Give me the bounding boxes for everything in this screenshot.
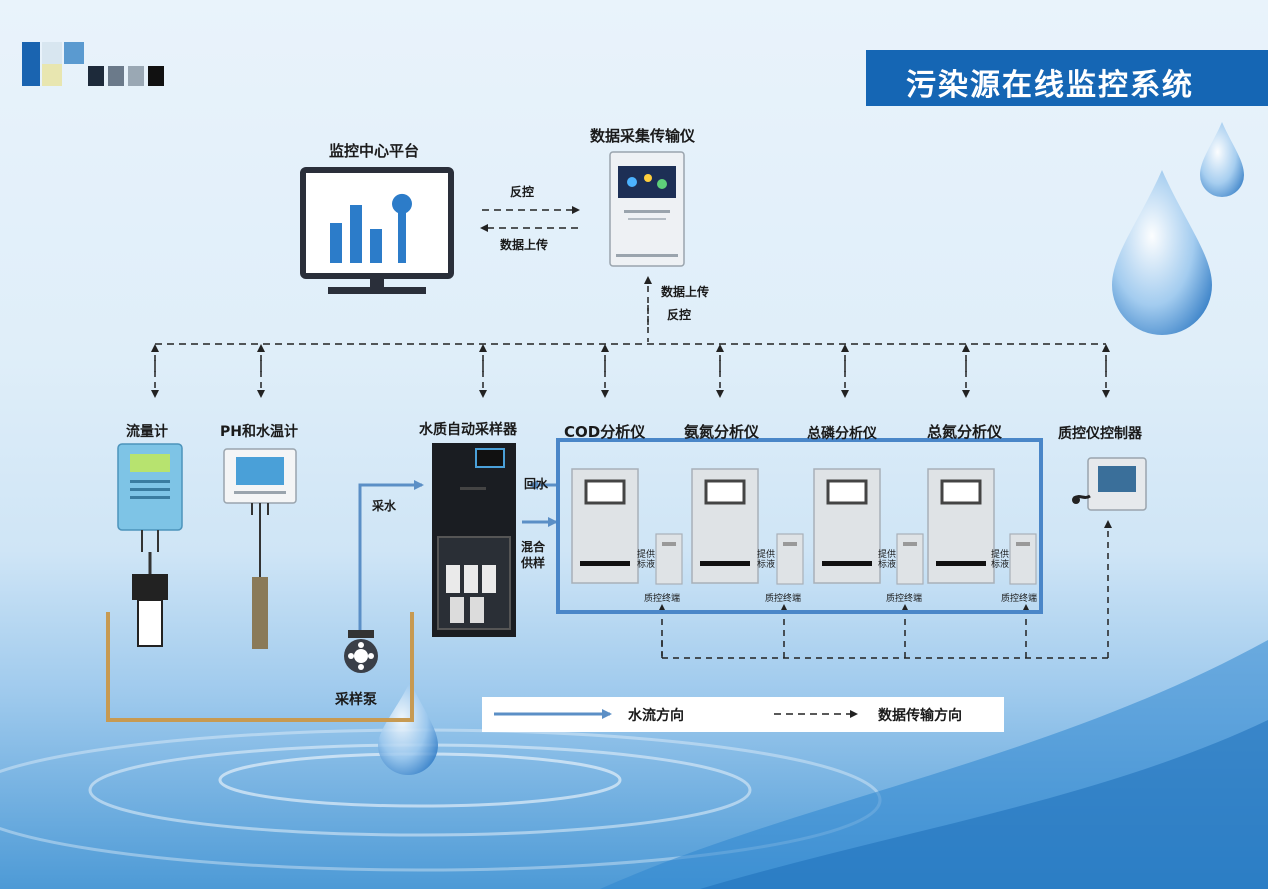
sample-water-label: 采水 — [372, 499, 397, 513]
legend-lines — [494, 709, 858, 719]
cod-provide-label-1: 提供 — [637, 550, 656, 560]
mixed-supply-label-2: 供样 — [521, 556, 546, 570]
phosphorus-provide-label-2: 标液 — [878, 560, 897, 570]
legend-data-flow-label: 数据传输方向 — [878, 708, 962, 724]
ammonia-qc-terminal-icon — [776, 533, 804, 585]
reverse-control-label-side: 反控 — [667, 308, 692, 322]
return-water-label: 回水 — [524, 477, 549, 491]
ammonia-qc-terminal-label: 质控终端 — [765, 594, 802, 604]
cod-qc-terminal-icon — [655, 533, 683, 585]
qc-controller-icon — [1072, 457, 1147, 511]
cod-provide-label-2: 标液 — [637, 560, 656, 570]
data-upload-label-side: 数据上传 — [661, 285, 710, 299]
nitrogen-qc-terminal-label: 质控终端 — [1001, 594, 1038, 604]
cod-analyzer-icon — [571, 468, 639, 584]
auto-sampler-label: 水质自动采样器 — [419, 422, 517, 438]
water-tank — [106, 612, 414, 722]
ammonia-provide-label-2: 标液 — [757, 560, 776, 570]
ammonia-analyzer-label: 氨氮分析仪 — [684, 423, 760, 441]
phosphorus-analyzer-icon — [813, 468, 881, 584]
phosphorus-analyzer-label: 总磷分析仪 — [807, 426, 877, 442]
flow-meter-label: 流量计 — [126, 424, 168, 440]
nitrogen-analyzer-icon — [927, 468, 995, 584]
page-title: 污染源在线监控系统 — [906, 68, 1194, 103]
ammonia-analyzer-icon — [691, 468, 759, 584]
phosphorus-qc-terminal-label: 质控终端 — [886, 594, 923, 604]
reverse-control-label-top: 反控 — [510, 185, 535, 199]
sampling-pump-label: 采样泵 — [335, 692, 377, 708]
cod-qc-terminal-label: 质控终端 — [644, 594, 681, 604]
phosphorus-qc-terminal-icon — [896, 533, 924, 585]
logo-mosaic — [22, 42, 164, 86]
data-upload-label-top: 数据上传 — [500, 238, 549, 252]
nitrogen-analyzer-label: 总氮分析仪 — [927, 423, 1003, 441]
qc-controller-label: 质控仪控制器 — [1058, 426, 1142, 442]
monitor-icon — [300, 167, 454, 294]
cod-analyzer-label: COD分析仪 — [564, 423, 646, 441]
data-collector-label: 数据采集传输仪 — [590, 127, 696, 145]
nitrogen-provide-label-2: 标液 — [991, 560, 1010, 570]
nitrogen-qc-terminal-icon — [1009, 533, 1037, 585]
nitrogen-provide-label-1: 提供 — [991, 550, 1010, 560]
monitor-platform-label: 监控中心平台 — [329, 142, 420, 160]
auto-sampler-icon — [432, 443, 516, 637]
sampling-pump-icon — [344, 630, 378, 673]
legend-water-flow-label: 水流方向 — [628, 708, 684, 724]
phosphorus-provide-label-1: 提供 — [878, 550, 897, 560]
data-collector-icon — [609, 151, 685, 267]
title-bar: 污染源在线监控系统 — [866, 50, 1268, 106]
ammonia-provide-label-1: 提供 — [757, 550, 776, 560]
ph-meter-icon — [223, 448, 297, 649]
flow-meter-icon — [117, 443, 183, 647]
sample-water-flow — [358, 480, 424, 632]
analyzer-frame — [556, 438, 1043, 614]
ph-meter-label: PH和水温计 — [220, 424, 298, 440]
mixed-supply-label-1: 混合 — [521, 540, 546, 554]
legend: 水流方向 数据传输方向 — [482, 697, 1004, 732]
